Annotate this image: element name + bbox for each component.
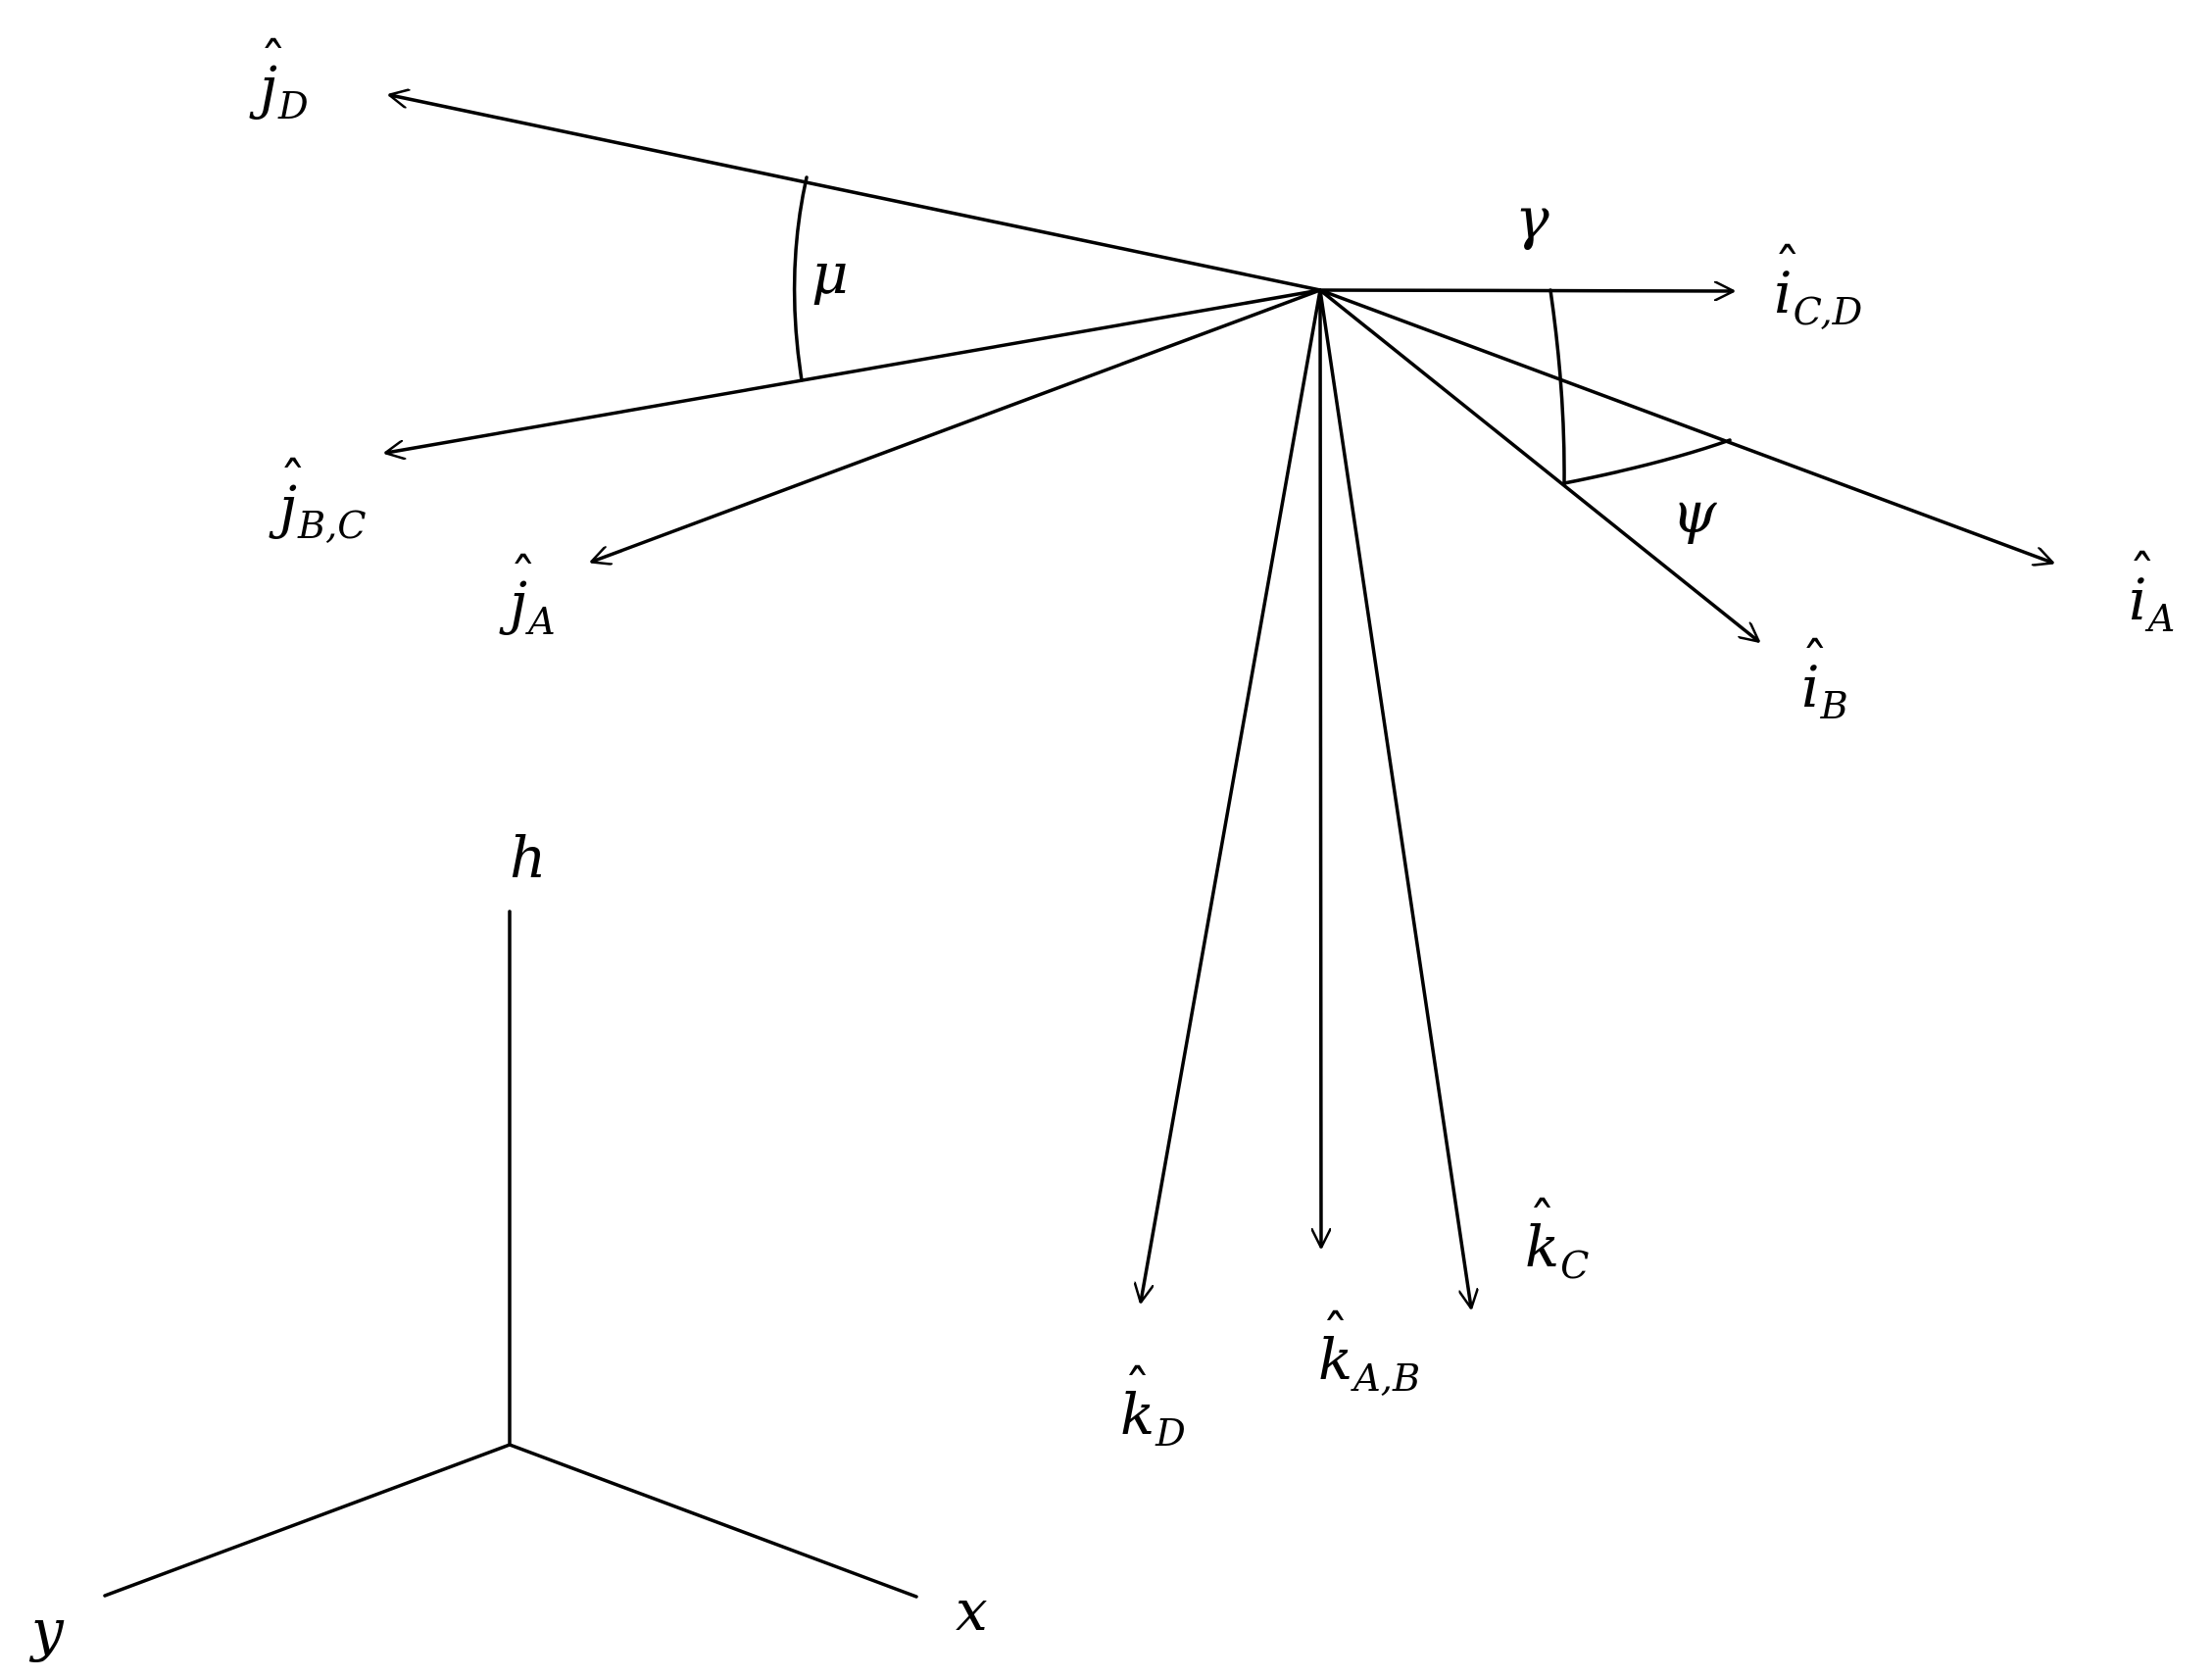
label-psi: ψ bbox=[1672, 479, 1717, 546]
label-y-axis: y bbox=[31, 1597, 64, 1663]
psi-angle-arc bbox=[1562, 438, 1732, 485]
label-x-axis: x bbox=[956, 1577, 988, 1644]
label-mu: μ bbox=[811, 240, 849, 307]
vector-i-cd-arrow bbox=[1318, 290, 1735, 291]
x-axis-line bbox=[508, 1443, 918, 1599]
reference-axes bbox=[103, 910, 918, 1599]
vector-i-a-arrow bbox=[1318, 288, 2052, 563]
vector-k-c-arrow bbox=[1318, 288, 1471, 1308]
y-axis-line bbox=[103, 1443, 512, 1598]
vector-j-a-arrow bbox=[592, 288, 1322, 562]
vector-lines bbox=[386, 95, 2052, 1308]
vector-k-ab-arrow bbox=[1320, 288, 1321, 1249]
gamma-angle-arc bbox=[1548, 288, 1566, 485]
vector-k-d-arrow bbox=[1141, 288, 1322, 1302]
vector-j-d-arrow bbox=[390, 95, 1322, 292]
label-gamma: γ bbox=[1515, 185, 1549, 252]
label-h-axis: h bbox=[510, 824, 547, 891]
vector-j-bc-arrow bbox=[386, 288, 1322, 453]
angle-arcs bbox=[792, 175, 1732, 485]
vector-i-b-arrow bbox=[1318, 288, 1758, 641]
mu-angle-arc bbox=[792, 175, 809, 382]
